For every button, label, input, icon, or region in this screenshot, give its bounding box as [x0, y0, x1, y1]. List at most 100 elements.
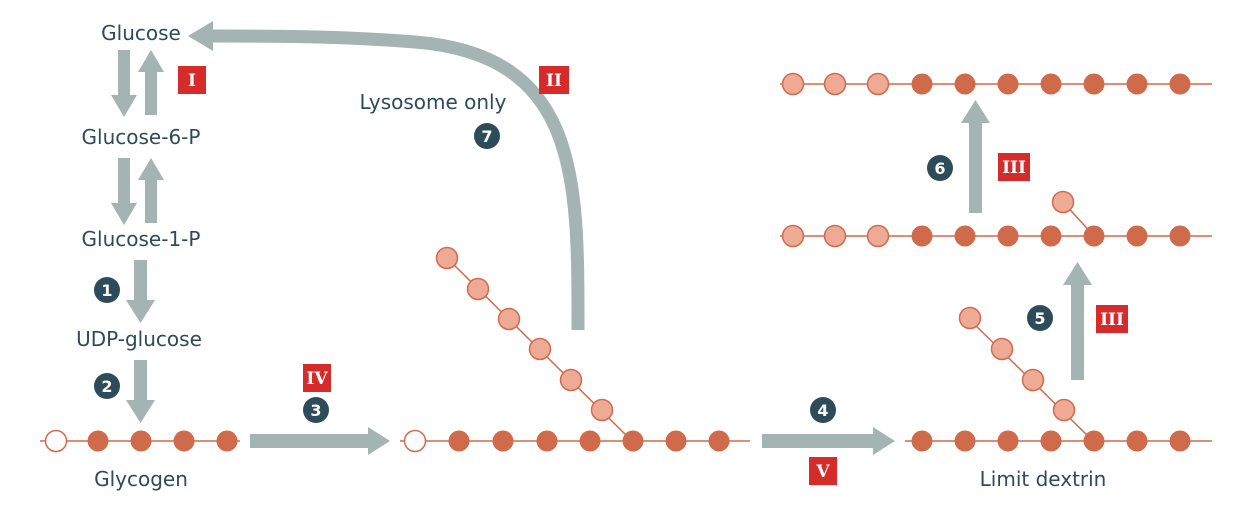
glucose-residue	[997, 73, 1019, 95]
glucose-residue-branch	[590, 398, 614, 422]
enzyme-box-II: II	[539, 66, 569, 94]
enzyme-box-III-upper: III	[998, 153, 1030, 181]
label-glycogen: Glycogen	[94, 467, 188, 491]
glucose-residue	[665, 430, 687, 452]
glucose-residue	[911, 430, 933, 452]
glucose-residue-branch	[866, 72, 890, 96]
glucose-residue-open	[403, 429, 427, 453]
glucose-residue	[536, 430, 558, 452]
glucose-residue-branch	[1021, 368, 1045, 392]
step-badge-3: 3	[303, 397, 329, 423]
glucose-residue	[173, 430, 195, 452]
glucose-residue	[911, 225, 933, 247]
arrow-glycogen-to-branched	[250, 427, 390, 455]
svg-text:3: 3	[310, 401, 321, 420]
step-badge-6: 6	[927, 155, 953, 181]
glucose-residue	[130, 430, 152, 452]
glycogen-chain	[40, 429, 240, 453]
step-badge-4: 4	[810, 397, 836, 423]
arrow-up-step5	[1063, 262, 1092, 380]
arrow-down-glucose-to-g6p	[111, 50, 137, 117]
arrow-up-step6	[961, 100, 990, 213]
glucose-residue-branch	[466, 277, 490, 301]
glucose-residue	[1126, 430, 1148, 452]
glucose-residue	[448, 430, 470, 452]
svg-text:2: 2	[101, 377, 112, 396]
glucose-residue	[997, 225, 1019, 247]
glucose-residue-branch	[1052, 398, 1076, 422]
glucose-residue	[954, 225, 976, 247]
glucose-residue	[1040, 430, 1062, 452]
step-badge-1: 1	[94, 277, 120, 303]
arrow-lysosome-head	[188, 21, 213, 51]
glucose-residue-branch	[1051, 190, 1075, 214]
svg-text:4: 4	[817, 401, 828, 420]
label-glucose-1-p: Glucose-1-P	[82, 227, 201, 251]
step-badge-2: 2	[94, 373, 120, 399]
glucose-residue	[1169, 430, 1191, 452]
glucose-residue	[1126, 225, 1148, 247]
arrow-up-g1p-to-g6p	[138, 158, 164, 223]
glucose-residue	[579, 430, 601, 452]
arrow-up-g6p-to-glucose	[138, 50, 164, 115]
enzyme-box-I: I	[178, 66, 206, 94]
glucose-residue-branch	[781, 224, 805, 248]
glucose-residue	[87, 430, 109, 452]
svg-text:6: 6	[934, 159, 945, 178]
glucose-residue-open	[44, 429, 68, 453]
svg-text:II: II	[546, 71, 562, 91]
branched-glycogen-chain	[400, 246, 750, 453]
arrow-lysosome-curve	[211, 29, 585, 331]
glucose-residue-branch	[435, 246, 459, 270]
svg-text:7: 7	[481, 127, 492, 146]
arrow-down-g6p-to-g1p	[111, 158, 137, 225]
glucose-residue	[622, 430, 644, 452]
label-lysosome-only: Lysosome only	[360, 90, 507, 114]
label-glucose: Glucose	[101, 21, 181, 45]
glucose-residue	[911, 73, 933, 95]
svg-text:III: III	[1002, 158, 1026, 178]
glucose-residue	[1126, 73, 1148, 95]
glucose-residue	[954, 430, 976, 452]
debranched-chain-middle	[780, 190, 1212, 248]
step-badge-5: 5	[1027, 305, 1053, 331]
enzyme-box-III-lower: III	[1096, 305, 1128, 333]
enzyme-box-IV: IV	[303, 364, 331, 392]
svg-text:1: 1	[101, 281, 112, 300]
glucose-residue-branch	[497, 307, 521, 331]
glucose-residue	[1083, 430, 1105, 452]
svg-text:IV: IV	[306, 369, 328, 389]
svg-text:I: I	[188, 71, 196, 91]
linear-chain-top	[780, 72, 1212, 96]
arrow-branched-to-limit-dextrin	[762, 427, 895, 455]
glucose-residue-branch	[823, 224, 847, 248]
glucose-residue	[492, 430, 514, 452]
glucose-residue	[1083, 225, 1105, 247]
label-udp-glucose: UDP-glucose	[76, 327, 202, 351]
enzyme-box-V: V	[809, 457, 837, 485]
glucose-residue-branch	[866, 224, 890, 248]
svg-text:5: 5	[1034, 309, 1045, 328]
limit-dextrin-chain	[905, 306, 1212, 452]
svg-text:III: III	[1100, 310, 1124, 330]
glucose-residue	[1083, 73, 1105, 95]
step-badge-7: 7	[474, 123, 500, 149]
label-glucose-6-p: Glucose-6-P	[82, 125, 201, 149]
label-limit-dextrin: Limit dextrin	[980, 467, 1107, 491]
glucose-residue-branch	[528, 337, 552, 361]
glucose-residue	[954, 73, 976, 95]
arrow-down-g1p-to-udp	[126, 260, 155, 323]
arrow-down-udp-to-glycogen	[126, 360, 155, 423]
svg-text:V: V	[815, 462, 830, 482]
glucose-residue-branch	[559, 368, 583, 392]
glucose-residue-branch	[990, 337, 1014, 361]
glucose-residue-branch	[823, 72, 847, 96]
glucose-residue-branch	[958, 306, 982, 330]
glucose-residue	[216, 430, 238, 452]
glucose-interconversion-arrows	[111, 50, 164, 423]
glucose-residue	[997, 430, 1019, 452]
glucose-residue	[1169, 225, 1191, 247]
glucose-residue	[708, 430, 730, 452]
